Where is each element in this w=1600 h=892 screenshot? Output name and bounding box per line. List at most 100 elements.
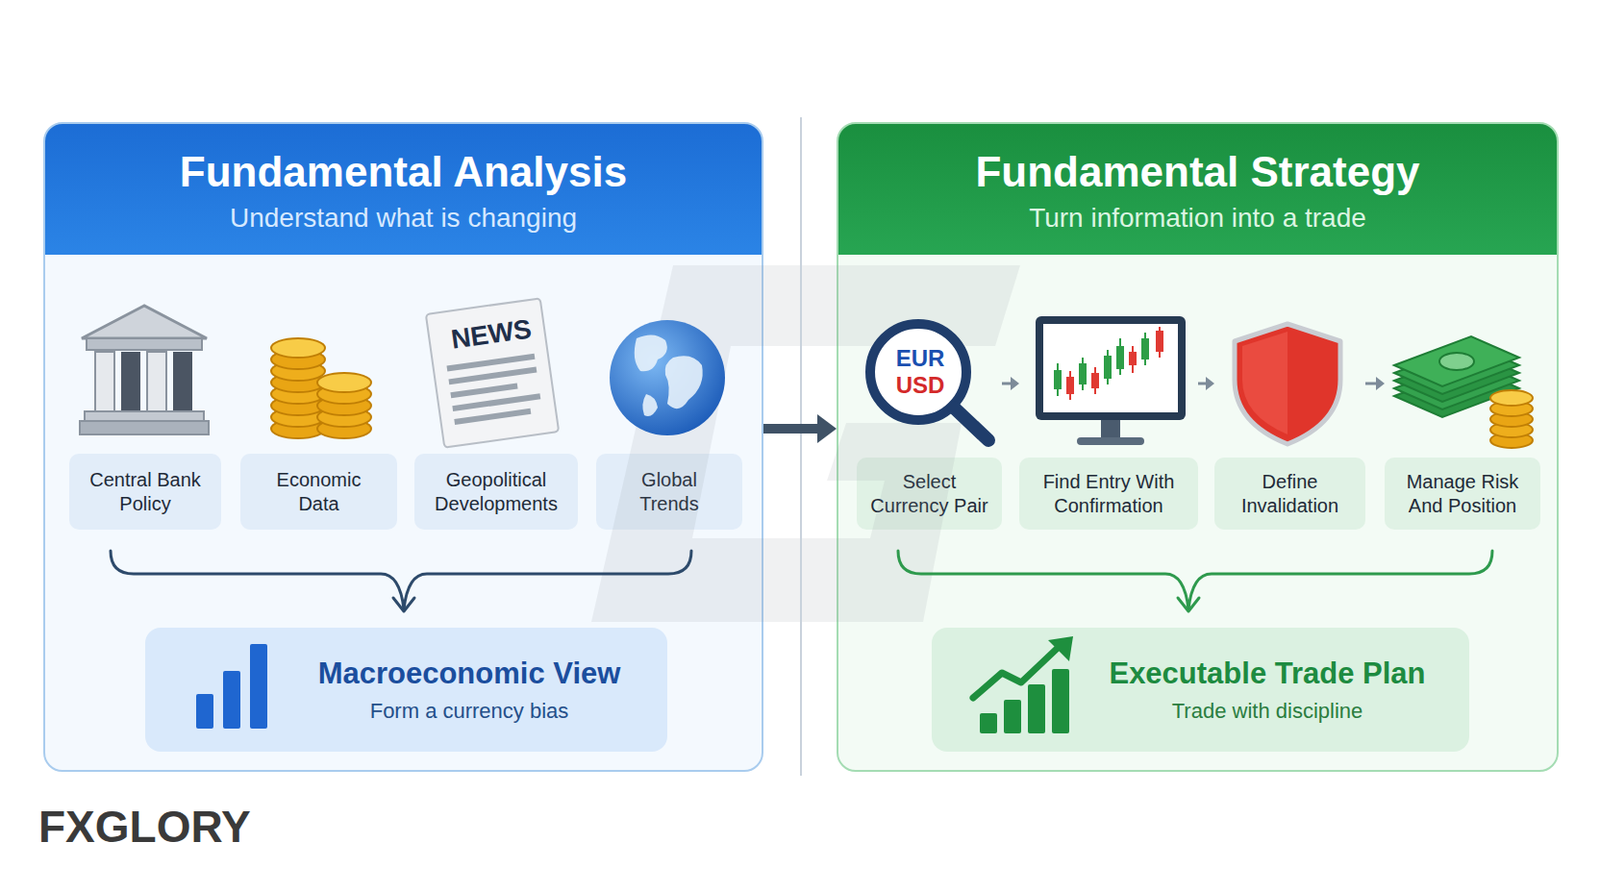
chart-bar	[250, 644, 268, 729]
analysis-panel: Fundamental AnalysisUnderstand what is c…	[43, 122, 764, 773]
box-label: Global Trends	[611, 468, 727, 517]
newspaper-line	[446, 353, 535, 373]
step-column: Select Currency Pair	[856, 307, 1002, 530]
coin	[1490, 432, 1533, 449]
box-label: Manage Risk And Position	[1390, 470, 1535, 519]
box-label: Find Entry With Confirmation	[1025, 470, 1193, 519]
coin	[271, 361, 325, 381]
arrowhead	[1375, 376, 1385, 391]
candle-body	[1078, 363, 1087, 385]
banknote	[1394, 351, 1520, 402]
bank-column	[121, 351, 141, 412]
shield-highlight	[1242, 331, 1288, 435]
text-group: Executable Trade PlanTrade with discipli…	[1075, 627, 1459, 752]
candle-wick	[1094, 367, 1097, 395]
globe	[609, 320, 725, 436]
shield-icon	[1234, 324, 1341, 445]
newspaper-line	[448, 367, 537, 386]
merge-bracket	[898, 550, 1493, 610]
result-title: Macroeconomic View	[318, 655, 622, 693]
chart-bar	[1051, 669, 1070, 734]
connector-line	[1198, 382, 1208, 386]
banknote	[1394, 359, 1520, 410]
factor-box: Geopolitical Developments	[414, 453, 578, 530]
globe-land	[642, 394, 658, 417]
newspaper-icon	[425, 298, 559, 448]
step-column: Find Entry With Confirmation	[1019, 307, 1199, 530]
step-column: Manage Risk And Position	[1384, 307, 1541, 530]
chart-bar	[979, 713, 998, 734]
coin	[1490, 400, 1533, 417]
chart-bar	[196, 694, 214, 729]
factor-box: Central Bank Policy	[69, 453, 222, 530]
box-label: Central Bank Policy	[84, 468, 206, 517]
step-box: Select Currency Pair	[856, 457, 1002, 530]
chart-bar	[1027, 684, 1046, 734]
candle-wick	[1119, 338, 1122, 375]
trend-arrowhead	[1048, 636, 1074, 662]
coin	[317, 373, 372, 393]
monitor-screen	[1043, 324, 1178, 413]
coin	[317, 419, 372, 439]
brand-logo: FXGLORY	[38, 801, 251, 852]
bank-column	[173, 351, 193, 412]
result-box: Macroeconomic ViewForm a currency bias	[145, 627, 668, 752]
candle-body	[1091, 373, 1100, 389]
panel-title: Fundamental Analysis	[45, 145, 762, 200]
candle-wick	[1144, 332, 1147, 366]
step-column: Define Invalidation	[1214, 307, 1366, 530]
coin	[271, 350, 325, 370]
globe-land	[665, 355, 703, 409]
chart-bar	[1003, 700, 1022, 734]
monitor-stand	[1100, 420, 1121, 438]
newspaper-line	[450, 383, 518, 400]
coin	[271, 384, 325, 404]
coin	[1490, 422, 1533, 438]
step-arrow	[1001, 376, 1020, 391]
bracket-arrowhead	[393, 598, 415, 612]
box-label: Select Currency Pair	[862, 470, 997, 519]
bracket-arrowhead	[1177, 598, 1200, 612]
candle-body	[1066, 376, 1075, 395]
bank-base	[79, 421, 209, 435]
candle-body	[1103, 355, 1112, 379]
banknote	[1394, 367, 1520, 418]
watermark-logo	[591, 265, 1021, 623]
trend-arrow	[973, 648, 1058, 699]
chart-bar	[223, 671, 241, 729]
candle-wick	[1158, 326, 1161, 358]
connector-line	[1001, 382, 1013, 386]
monitor-base	[1076, 437, 1145, 446]
panel-subtitle: Turn information into a trade	[838, 200, 1557, 236]
banknote	[1394, 344, 1520, 395]
coin	[271, 373, 325, 393]
monitor-frame	[1035, 316, 1186, 421]
panel-subtitle: Understand what is changing	[45, 200, 762, 236]
bank-column	[147, 351, 167, 412]
result-subtitle: Trade with discipline	[1172, 698, 1364, 725]
magnifier-lens	[870, 324, 967, 421]
factor-box: Economic Data	[240, 453, 398, 530]
coin	[271, 338, 325, 358]
result-subtitle: Form a currency bias	[370, 698, 570, 725]
candle-wick	[1081, 357, 1084, 391]
banknote-seal	[1439, 352, 1475, 371]
coin	[1490, 411, 1533, 427]
coin	[317, 396, 372, 416]
strategy-panel: Fundamental StrategyTurn information int…	[836, 122, 1559, 773]
coin	[271, 396, 325, 416]
merge-bracket	[110, 550, 692, 610]
candle-wick	[1056, 363, 1059, 397]
candle-body	[1155, 330, 1164, 352]
magnifier-handle	[953, 407, 989, 441]
connector-line	[1365, 382, 1378, 386]
bank-roof	[81, 305, 207, 339]
coin	[271, 407, 325, 427]
coin	[1490, 390, 1533, 406]
result-box: Executable Trade PlanTrade with discipli…	[931, 627, 1470, 752]
factor-box: Global Trends	[596, 453, 743, 530]
globe-land	[634, 334, 668, 372]
divider-line	[800, 117, 802, 776]
candle-body	[1128, 351, 1137, 366]
